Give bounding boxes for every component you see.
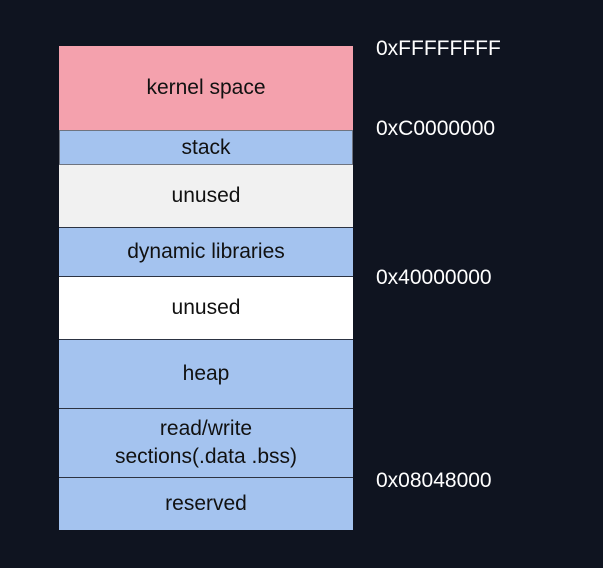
address-label-40000000: 0x40000000 <box>376 266 492 289</box>
heap-segment: heap <box>59 340 353 409</box>
memory-layout-diagram: kernel space stack unused dynamic librar… <box>59 46 353 530</box>
stack-label: stack <box>181 135 231 159</box>
reserved-label: reserved <box>165 492 247 515</box>
heap-label: heap <box>182 362 230 385</box>
address-label-ffffffff: 0xFFFFFFFF <box>376 37 501 60</box>
kernel-space-segment: kernel space <box>59 46 353 130</box>
stack-segment: stack <box>59 130 353 165</box>
dynamic-libraries-label: dynamic libraries <box>127 240 285 263</box>
read-write-sections-label: read/write sections(.data .bss) <box>114 417 298 468</box>
kernel-space-label: kernel space <box>146 76 266 99</box>
read-write-sections-segment: read/write sections(.data .bss) <box>59 409 353 478</box>
unused-upper-label: unused <box>171 184 241 207</box>
reserved-segment: reserved <box>59 478 353 530</box>
unused-lower-label: unused <box>171 296 241 319</box>
address-label-c0000000: 0xC0000000 <box>376 117 496 140</box>
dynamic-libraries-segment: dynamic libraries <box>59 228 353 277</box>
unused-segment-upper: unused <box>59 165 353 228</box>
unused-segment-lower: unused <box>59 277 353 340</box>
address-label-08048000: 0x08048000 <box>376 469 492 492</box>
